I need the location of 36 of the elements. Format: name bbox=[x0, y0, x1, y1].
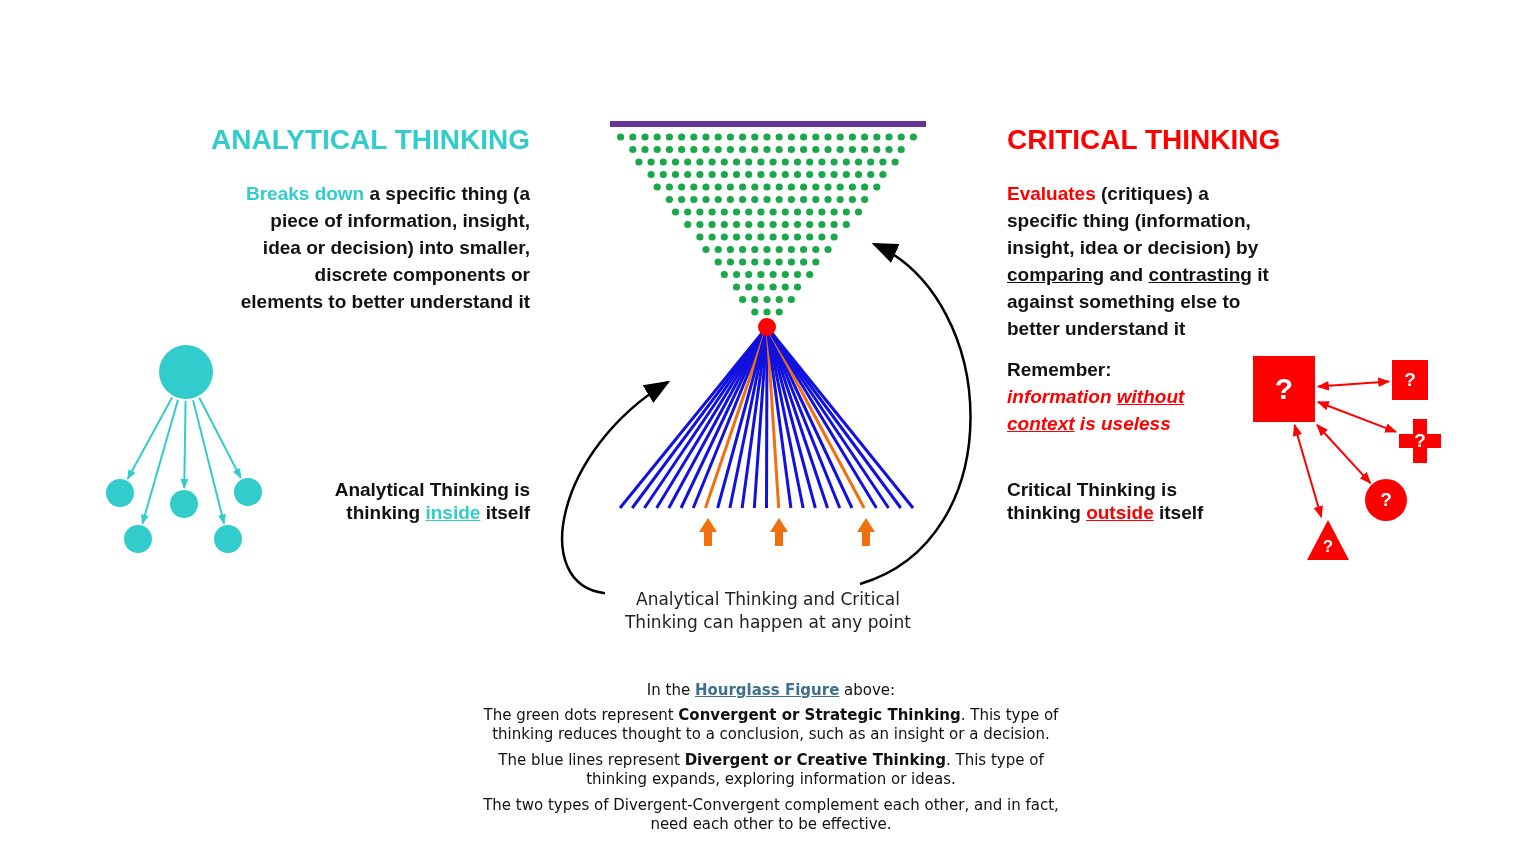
intro-text: In the Hourglass Figure above: bbox=[645, 680, 897, 700]
arrow bbox=[1316, 401, 1398, 433]
description-text: Breaks down a specific thing (a piece of information, insight, idea or decision) into smaller, discrete components or elements to better understand it bbox=[239, 182, 530, 314]
circle-node bbox=[106, 479, 134, 507]
explanation-text: The green dots represent Convergent or Strategic Thinking. This type of thinking reduces thought to a conclusion, such as an insight or a decision. bbox=[482, 706, 1060, 744]
heading: CRITICAL THINKING bbox=[1007, 124, 1281, 156]
heading: ANALYTICAL THINKING bbox=[211, 124, 530, 156]
arrow bbox=[1316, 377, 1391, 391]
explanation-text: The two types of Divergent-Convergent complement each other, and in fact, need each other to be effective. bbox=[482, 796, 1060, 834]
arrow bbox=[141, 398, 179, 525]
figure-link: Hourglass Figure bbox=[694, 681, 840, 699]
caption-text: Analytical Thinking and Critical Thinking can happen at any point bbox=[608, 587, 928, 635]
explanation-text: The blue lines represent Divergent or Creative Thinking. This type of thinking expands, exploring information or ideas. bbox=[497, 751, 1045, 789]
question-triangle: ? bbox=[1307, 520, 1349, 560]
circle-node bbox=[159, 345, 213, 399]
arrow bbox=[1292, 423, 1323, 519]
circle-node bbox=[214, 525, 242, 553]
arrow bbox=[126, 396, 174, 480]
summary-text: Critical Thinking is thinking outside itself bbox=[1007, 478, 1205, 524]
arrow bbox=[859, 242, 972, 586]
circle-node bbox=[234, 478, 262, 506]
note-text: information without context is useless bbox=[1007, 385, 1186, 436]
question-square: ? bbox=[1392, 360, 1428, 400]
note-label: Remember: bbox=[1007, 358, 1112, 382]
description-text: Evaluates (critiques) a specific thing (information, insight, idea or decision) by comparing and contrasting it against something else to better understand it bbox=[1007, 182, 1270, 341]
arrow bbox=[1316, 424, 1372, 485]
question-cross: ? bbox=[1399, 419, 1441, 463]
summary-text: Analytical Thinking is thinking inside itself bbox=[333, 478, 530, 524]
question-square: ? bbox=[1253, 356, 1315, 422]
arrow bbox=[198, 396, 242, 479]
circle-node bbox=[124, 525, 152, 553]
arrow bbox=[561, 380, 671, 595]
arrow bbox=[192, 399, 226, 525]
question-circle: ? bbox=[1365, 479, 1407, 521]
circle-node bbox=[170, 490, 198, 518]
arrow bbox=[180, 400, 189, 489]
